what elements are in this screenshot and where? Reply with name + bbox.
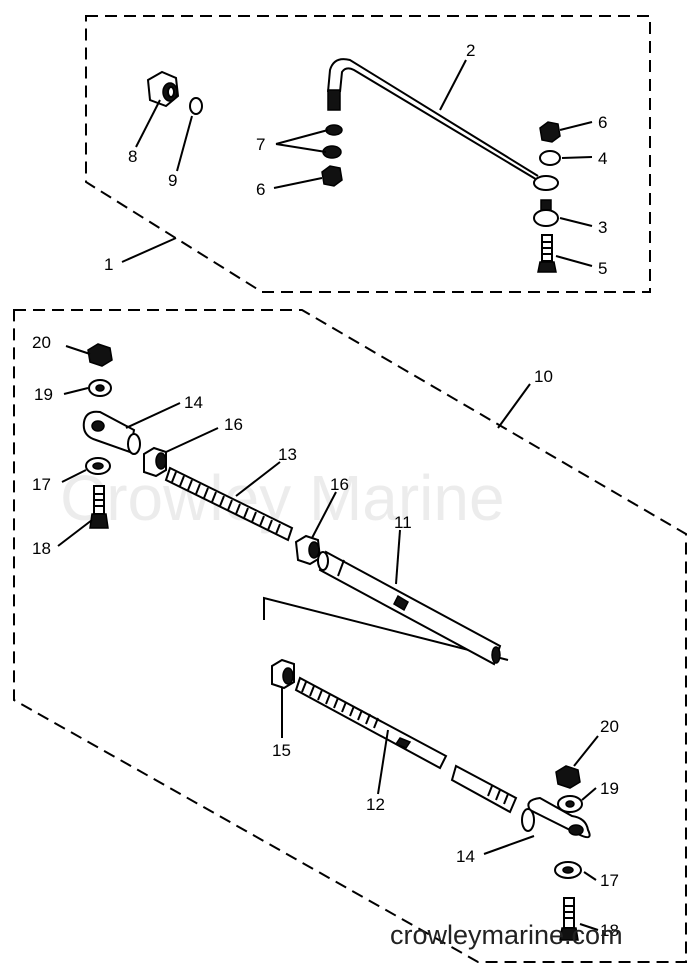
callout-12: 12 xyxy=(366,795,385,814)
callout-15: 15 xyxy=(272,741,291,760)
callout-14-right: 14 xyxy=(456,847,475,866)
part-18-bolt-left xyxy=(89,485,109,529)
callout-17-left: 17 xyxy=(32,475,51,494)
callout-16-upper: 16 xyxy=(224,415,243,434)
part-11-tube xyxy=(317,550,502,666)
callout-8: 8 xyxy=(128,147,137,166)
callout-14-left: 14 xyxy=(184,393,203,412)
callout-10: 10 xyxy=(534,367,553,386)
callout-6-left: 6 xyxy=(256,180,265,199)
assembly-10-outline xyxy=(13,309,687,963)
callout-19-right: 19 xyxy=(600,779,619,798)
callout-13: 13 xyxy=(278,445,297,464)
part-18-bolt-right xyxy=(559,897,579,941)
part-4-washer xyxy=(539,150,561,166)
callout-18-right: 18 xyxy=(600,921,619,940)
part-16-nut-upper xyxy=(143,446,167,478)
callout-19-left: 19 xyxy=(34,385,53,404)
callout-3: 3 xyxy=(598,218,607,237)
part-6-nut-right xyxy=(539,121,561,143)
part-5-bolt xyxy=(537,234,557,273)
part-14-rod-end-left xyxy=(82,410,141,455)
part-13-threaded-rod xyxy=(164,466,294,542)
callout-5: 5 xyxy=(598,259,607,278)
website-url[interactable]: crowleymarine.com xyxy=(390,920,623,950)
part-9-o-ring xyxy=(189,97,203,115)
callout-6-right: 6 xyxy=(598,113,607,132)
part-20-nut-left xyxy=(87,343,113,367)
sub-assembly-outline xyxy=(263,596,509,661)
part-15-nut xyxy=(271,658,295,690)
callout-17-right: 17 xyxy=(600,871,619,890)
assembly-1-outline xyxy=(85,15,651,293)
part-2-steering-rod xyxy=(327,58,559,191)
callout-11: 11 xyxy=(394,513,412,532)
callout-2: 2 xyxy=(466,41,475,60)
part-8-nut xyxy=(146,70,180,108)
part-20-nut-right xyxy=(555,765,581,789)
part-6-nut-left xyxy=(321,165,343,187)
callout-16-lower: 16 xyxy=(330,475,349,494)
part-16-nut-lower xyxy=(294,534,322,566)
part-7-washer-a xyxy=(325,124,343,136)
callout-20-right: 20 xyxy=(600,717,619,736)
callout-7: 7 xyxy=(256,135,265,154)
part-3-bushing xyxy=(533,199,559,227)
part-12-inner-rod xyxy=(294,676,518,814)
callout-1: 1 xyxy=(104,255,113,274)
callout-9: 9 xyxy=(168,171,177,190)
callout-4: 4 xyxy=(598,149,607,168)
part-14-rod-end-right xyxy=(521,796,591,839)
callout-18-left: 18 xyxy=(32,539,51,558)
watermark-text: Crowley Marine xyxy=(60,462,505,534)
callout-20-left: 20 xyxy=(32,333,51,352)
